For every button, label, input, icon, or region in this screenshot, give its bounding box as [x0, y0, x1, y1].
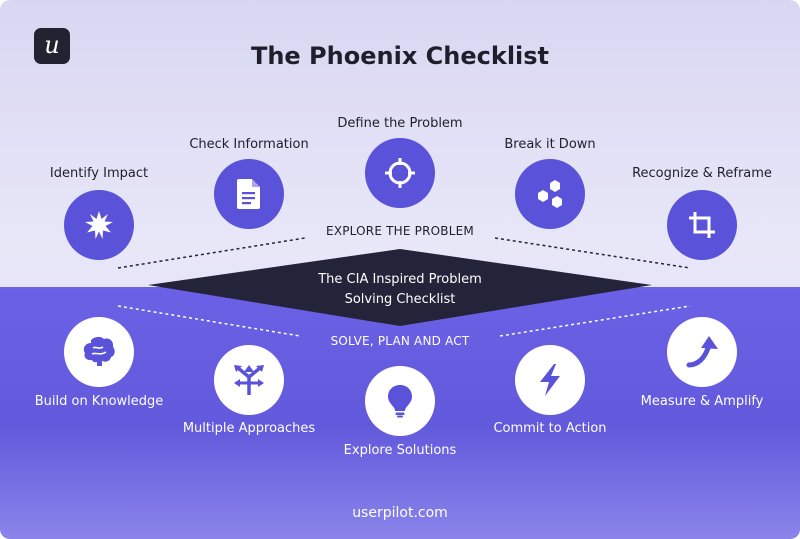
step-multiple-approaches-label: Multiple Approaches	[182, 421, 316, 436]
step-commit-action	[515, 345, 585, 415]
brain-icon	[83, 336, 115, 366]
step-check-information	[214, 159, 284, 229]
step-check-information-label: Check Information	[189, 137, 309, 152]
step-break-it-down	[515, 159, 585, 229]
step-build-knowledge	[64, 317, 134, 387]
dotted-line-top-right	[494, 237, 691, 269]
branching-arrows-icon	[234, 365, 264, 395]
crop-icon	[689, 212, 715, 238]
step-measure-amplify	[667, 317, 737, 387]
document-icon	[237, 179, 260, 209]
center-diamond-shape	[148, 249, 652, 326]
page-title: The Phoenix Checklist	[250, 42, 550, 70]
lightbulb-icon	[388, 385, 412, 418]
step-recognize-reframe	[667, 190, 737, 260]
footer-site: userpilot.com	[352, 505, 448, 521]
lightning-icon	[540, 364, 560, 396]
trend-arrow-icon	[686, 336, 718, 368]
step-identify-impact	[64, 190, 134, 260]
step-multiple-approaches	[214, 345, 284, 415]
center-label-line2: Solving Checklist	[344, 292, 456, 307]
step-explore-solutions	[365, 366, 435, 436]
step-define-problem-label: Define the Problem	[337, 116, 463, 131]
starburst-icon	[85, 211, 113, 239]
step-recognize-reframe-label: Recognize & Reframe	[632, 166, 772, 181]
center-label-line1: The CIA Inspired Problem	[318, 272, 482, 287]
step-identify-impact-label: Identify Impact	[49, 166, 149, 181]
solve-section-label: SOLVE, PLAN AND ACT	[330, 334, 470, 348]
step-build-knowledge-label: Build on Knowledge	[34, 394, 164, 409]
step-explore-solutions-label: Explore Solutions	[343, 443, 457, 458]
explore-section-label: EXPLORE THE PROBLEM	[326, 224, 474, 238]
step-break-it-down-label: Break it Down	[504, 137, 596, 152]
dotted-line-top-left	[117, 237, 306, 269]
crosshair-icon	[385, 158, 415, 188]
step-commit-action-label: Commit to Action	[493, 421, 607, 436]
dotted-line-bottom-left	[117, 305, 301, 337]
step-define-problem	[365, 138, 435, 208]
center-label: The CIA Inspired Problem Solving Checkli…	[240, 270, 560, 310]
userpilot-logo: u	[34, 28, 70, 64]
hexagons-icon	[538, 180, 562, 208]
dotted-line-bottom-right	[499, 305, 691, 337]
step-measure-amplify-label: Measure & Amplify	[640, 394, 764, 409]
